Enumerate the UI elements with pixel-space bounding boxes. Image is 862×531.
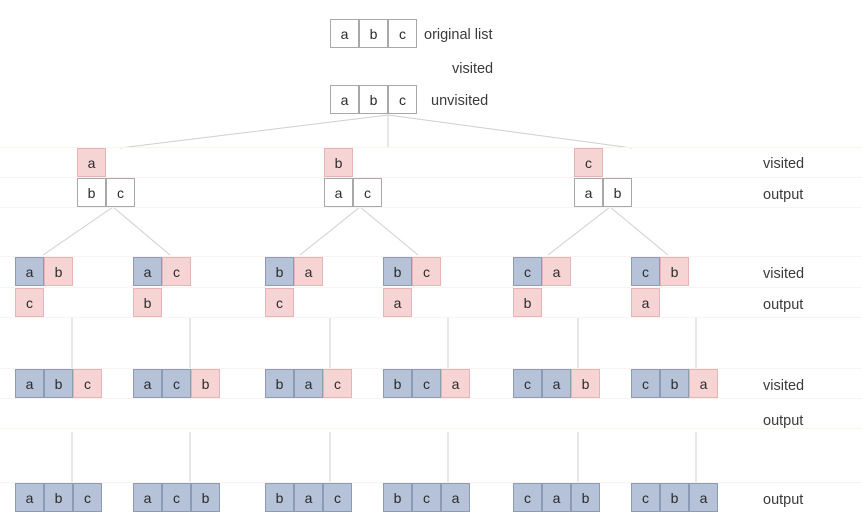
level4-visited-cell: a [294,369,323,398]
level4-visited-cell: c [323,369,352,398]
row-label-visited: visited [763,378,805,394]
level3-visited-cell: c [162,257,191,286]
level5-output-cell: c [513,483,542,512]
level5-output-cell: b [44,483,73,512]
level4-visited-cell: b [265,369,294,398]
root-unvisited-cell: c [388,85,417,114]
band-separator [0,398,862,399]
row-label-visited: visited [763,156,805,172]
level4-visited-cell: b [383,369,412,398]
band-separator [0,287,862,288]
row-label-output: output [763,187,804,203]
level2-output-cell: c [353,178,382,207]
level5-output-cell: b [571,483,600,512]
level3-output-cell: c [15,288,44,317]
row-label-output: output [763,297,804,313]
level3-visited-cell: b [660,257,689,286]
root-unvisited-cell: a [330,85,359,114]
level5-output-cell: c [73,483,102,512]
level5-output-cell: a [133,483,162,512]
label-unvisited-top: unvisited [431,93,489,109]
row-label-output: output [763,413,804,429]
level4-visited-cell: b [44,369,73,398]
row-label-output: output [763,492,804,508]
level5-output-cell: c [162,483,191,512]
level5-output-cell: a [294,483,323,512]
level2-output-cell: a [324,178,353,207]
band-separator [0,317,862,318]
band-separator [0,147,862,148]
level5-output-cell: b [383,483,412,512]
row-label-visited: visited [763,266,805,282]
level5-output-cell: b [191,483,220,512]
level4-visited-cell: c [162,369,191,398]
level4-visited-cell: b [571,369,600,398]
level5-output-cell: c [323,483,352,512]
level4-visited-cell: c [73,369,102,398]
level3-visited-cell: c [631,257,660,286]
level3-visited-cell: c [412,257,441,286]
band-separator [0,368,862,369]
level5-output-cell: a [689,483,718,512]
level3-visited-cell: a [542,257,571,286]
level5-output-cell: b [660,483,689,512]
band-separator [0,482,862,483]
level3-visited-cell: c [513,257,542,286]
label-original-list: original list [424,27,493,43]
level5-output-cell: a [542,483,571,512]
level2-output-cell: c [106,178,135,207]
root-original-cell: c [388,19,417,48]
level5-output-cell: a [441,483,470,512]
level3-output-cell: b [133,288,162,317]
level3-output-cell: b [513,288,542,317]
band-separator [0,207,862,208]
level4-visited-cell: c [631,369,660,398]
level4-visited-cell: a [542,369,571,398]
level2-visited-cell: b [324,148,353,177]
level4-visited-cell: c [513,369,542,398]
level3-visited-cell: a [294,257,323,286]
level5-output-cell: c [631,483,660,512]
level4-visited-cell: b [660,369,689,398]
level4-visited-cell: a [441,369,470,398]
label-visited-top: visited [452,61,494,77]
level3-visited-cell: b [383,257,412,286]
level4-visited-cell: c [412,369,441,398]
root-unvisited-cell: b [359,85,388,114]
level2-output-cell: b [603,178,632,207]
level5-output-cell: a [15,483,44,512]
level3-visited-cell: a [15,257,44,286]
level4-visited-cell: a [15,369,44,398]
level4-visited-cell: b [191,369,220,398]
band-separator [0,256,862,257]
level3-output-cell: c [265,288,294,317]
level2-visited-cell: c [574,148,603,177]
band-separator [0,177,862,178]
root-original-cell: b [359,19,388,48]
level5-output-cell: c [412,483,441,512]
level3-visited-cell: b [265,257,294,286]
level3-output-cell: a [631,288,660,317]
band-separator [0,428,862,429]
level2-output-cell: b [77,178,106,207]
level3-visited-cell: b [44,257,73,286]
level2-output-cell: a [574,178,603,207]
level4-visited-cell: a [689,369,718,398]
level3-output-cell: a [383,288,412,317]
level5-output-cell: b [265,483,294,512]
level3-visited-cell: a [133,257,162,286]
level4-visited-cell: a [133,369,162,398]
level2-visited-cell: a [77,148,106,177]
root-original-cell: a [330,19,359,48]
